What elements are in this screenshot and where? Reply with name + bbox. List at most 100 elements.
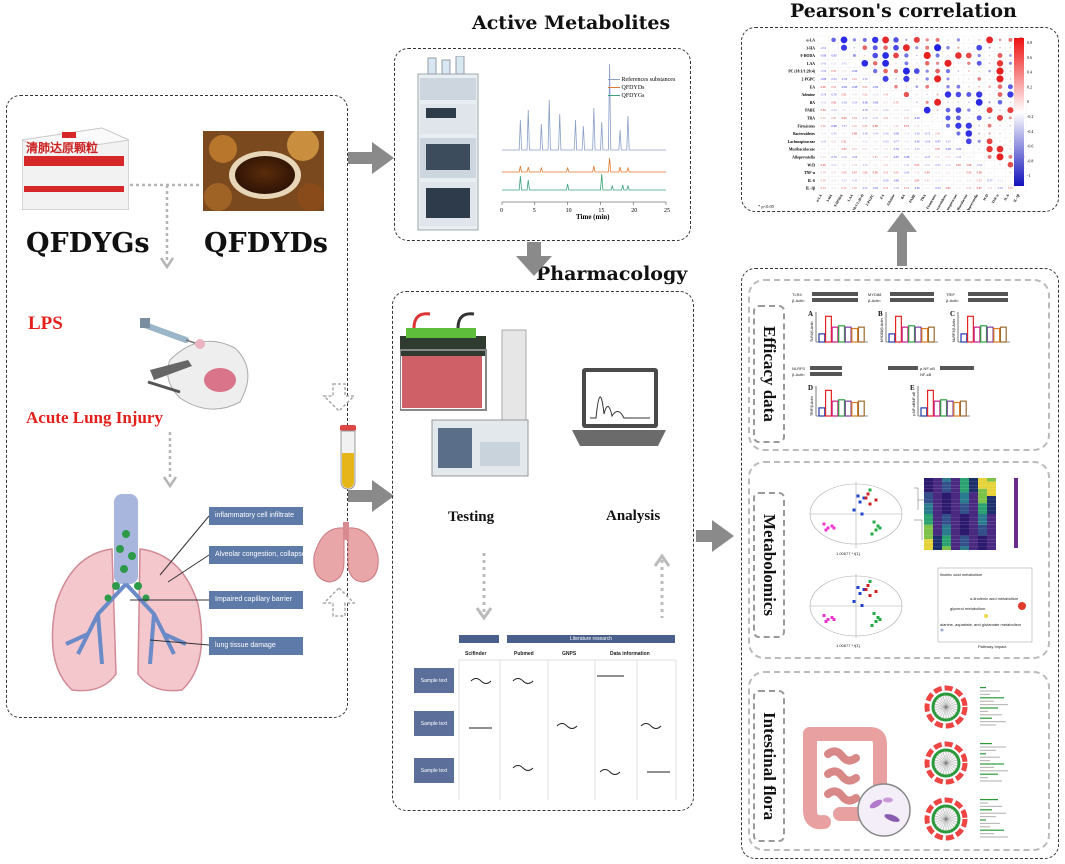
flora-branch: [937, 818, 947, 828]
corr-circle: [872, 52, 878, 59]
blot-label-tlr4: TLR4: [792, 292, 803, 297]
heatmap-cell: [924, 506, 933, 511]
heatmap-cell: [969, 517, 978, 522]
pathology-tag-4: lung tissue damage: [209, 637, 303, 655]
corr-circle: [934, 98, 942, 106]
corr-circle: [925, 69, 929, 73]
heatmap-cell: [969, 510, 978, 514]
heatmap-cell: [942, 517, 951, 522]
heatmap-cell: [960, 528, 969, 532]
corr-scale-tick: 0.4: [1027, 70, 1032, 75]
pca-point: [868, 594, 872, 597]
heatmap-cell: [933, 539, 942, 543]
heatmap-cell: [960, 539, 969, 543]
corr-value: -0.81: [872, 186, 878, 190]
corr-circle: [976, 115, 982, 121]
eff-bar: [831, 400, 839, 417]
pca-axis-label-2: 1.00677 * t[1]: [836, 643, 860, 648]
pca-point: [832, 526, 836, 530]
flora-branch: [945, 706, 958, 711]
flora-lda-bar: [980, 833, 994, 835]
pca-point: [864, 588, 868, 591]
corr-circle: [882, 75, 889, 82]
pca-point: [852, 600, 856, 603]
metabolomics-label: Metabolomics: [760, 514, 779, 616]
corr-col-label: IL-1β: [1013, 193, 1021, 203]
corr-value: -0.69: [851, 155, 857, 159]
flora-branch: [939, 706, 947, 718]
heatmap-cell: [978, 539, 987, 543]
corr-circle: [924, 61, 930, 66]
corr-value: 0.17: [883, 100, 889, 104]
heatmap-cell: [969, 542, 978, 547]
corr-circle: [978, 132, 981, 135]
corr-value: 0.63: [852, 116, 858, 120]
pca-point: [824, 620, 828, 623]
corr-value: 0.01: [831, 147, 837, 151]
corr-value: -0.37: [841, 178, 847, 182]
heatmap-cell: [987, 485, 996, 489]
flora-lda-bar: [980, 697, 1004, 699]
corr-value: 0.21: [862, 147, 868, 151]
corr-circle: [996, 60, 1004, 67]
corr-value: -0.93: [851, 69, 857, 73]
corr-value: 0.06: [893, 108, 899, 112]
corr-circle: [999, 163, 1001, 166]
corr-scale-tick: -0.2: [1027, 114, 1033, 119]
corr-circle: [957, 46, 960, 49]
corr-col-label: IL-6: [1003, 193, 1010, 201]
corr-value: 0.18: [914, 124, 920, 128]
corr-value: 0.82: [956, 163, 962, 167]
heatmap-cell: [942, 546, 951, 550]
corr-value: 0.93: [966, 171, 972, 175]
corr-circle: [999, 140, 1001, 143]
heatmap-cell: [978, 528, 987, 532]
pca-point: [860, 512, 864, 516]
heatmap-cell: [924, 485, 933, 489]
corr-row-label: Bacteroidetes: [793, 132, 815, 136]
corr-circle: [905, 38, 908, 42]
flora-lda-bar: [980, 773, 998, 775]
corr-row-label: PC (18:1/1:20:4): [788, 70, 815, 74]
corr-scale-tick: 0.2: [1027, 84, 1032, 89]
corr-value: -0.13: [903, 139, 909, 143]
corr-circle: [925, 38, 929, 42]
heatmap-cell: [951, 546, 960, 550]
corr-value: -0.89: [820, 77, 826, 81]
pca-point: [870, 532, 874, 536]
corr-value: 0.87: [935, 147, 941, 151]
corr-circle: [936, 109, 939, 111]
heatmap-cell: [951, 517, 960, 522]
corr-circle: [925, 84, 930, 89]
corr-circle: [996, 145, 1004, 153]
corr-value: 0.99: [841, 116, 847, 120]
metabolomics-panel: [748, 461, 1050, 659]
heatmap-cell: [924, 517, 933, 522]
corr-value: 0.83: [914, 163, 920, 167]
flora-branch: [945, 812, 957, 820]
corr-circle: [882, 52, 889, 59]
heatmap-cell: [960, 492, 969, 496]
heatmap-cell: [969, 478, 978, 482]
chrom-tick-label: 20: [631, 208, 637, 212]
corr-value: -0.05: [872, 147, 878, 151]
eff-y-label: p-NF-κB/NF-κB: [912, 391, 916, 416]
pharmacology-heading: Pharmacology: [536, 263, 688, 285]
flora-branch: [945, 695, 950, 708]
corr-circle: [999, 46, 1001, 49]
heatmap-cell: [978, 535, 987, 540]
heatmap-cell: [933, 496, 942, 500]
pca-point: [872, 612, 876, 615]
corr-value: 0.24: [821, 155, 827, 159]
pathway-impact-label: Pathway Impact: [978, 644, 1007, 649]
heatmap-cell: [933, 542, 942, 547]
eff-bar: [966, 315, 974, 343]
heatmap-cell: [924, 503, 933, 507]
flora-branch: [935, 818, 947, 826]
pca-point: [858, 500, 862, 504]
flora-branch: [937, 706, 947, 716]
corr-circle: [986, 36, 994, 44]
corr-row-label: IL-1β: [806, 187, 815, 191]
corr-circle: [831, 37, 836, 43]
flora-branch: [939, 808, 947, 820]
